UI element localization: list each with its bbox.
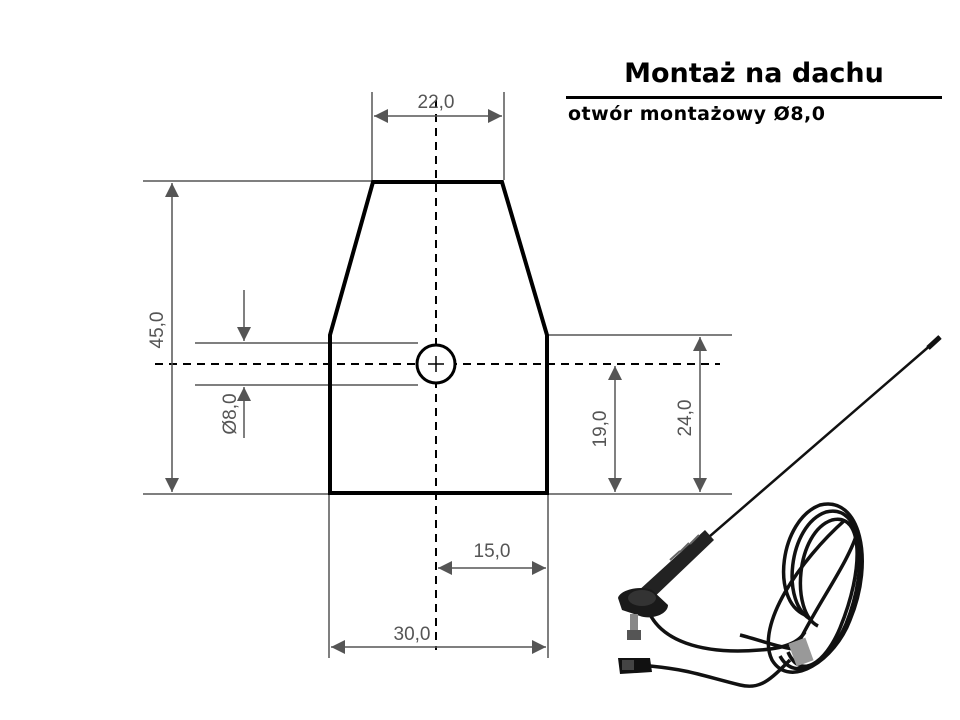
part-outline xyxy=(328,180,549,495)
dim-hole-diameter: Ø8,0 xyxy=(220,393,241,434)
dim-bottom-width: 30,0 xyxy=(394,624,431,645)
dim-side-height: 19,0 xyxy=(590,411,611,448)
dim-right-height: 24,0 xyxy=(675,400,696,437)
extension-lines xyxy=(143,92,732,658)
mounting-screw xyxy=(630,614,638,634)
dim-top-width: 22,0 xyxy=(418,92,455,113)
cable-coil xyxy=(649,502,864,688)
title-underline xyxy=(566,96,942,99)
dimension-lines xyxy=(165,109,707,654)
dim-height-total: 45,0 xyxy=(147,312,168,349)
cable-connector xyxy=(788,637,814,667)
drawing-subtitle: otwór montażowy Ø8,0 xyxy=(568,103,826,125)
antenna-illustration xyxy=(618,335,942,688)
drawing-title: Montaż na dachu xyxy=(624,58,884,89)
dim-half-width: 15,0 xyxy=(474,541,511,562)
